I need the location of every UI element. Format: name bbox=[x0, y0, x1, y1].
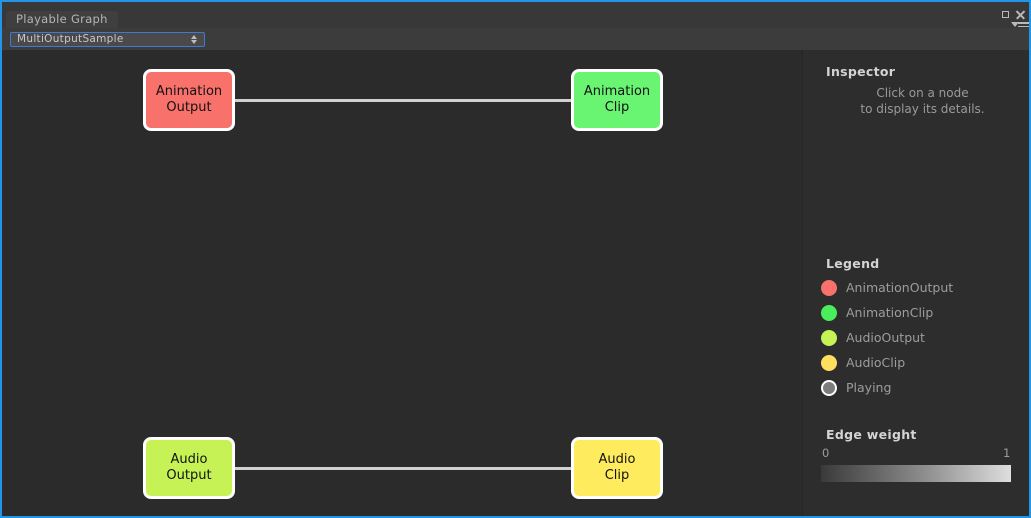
legend-item-audioclip: AudioClip bbox=[821, 353, 1021, 378]
legend-label: AnimationOutput bbox=[846, 280, 954, 295]
inspector-hint: Click on a node to display its details. bbox=[826, 85, 1019, 117]
tab-playable-graph[interactable]: Playable Graph bbox=[6, 11, 118, 28]
window-content: Animation Output Animation Clip Audio Ou… bbox=[2, 50, 1029, 516]
legend-item-animationoutput: AnimationOutput bbox=[821, 278, 1021, 303]
legend-swatch-icon bbox=[821, 280, 837, 296]
legend-item-playing: Playing bbox=[821, 378, 1021, 403]
node-label-line1: Audio bbox=[170, 452, 208, 467]
graph-select-dropdown[interactable]: MultiOutputSample bbox=[10, 32, 205, 47]
legend-label: Playing bbox=[846, 380, 892, 395]
legend-swatch-icon bbox=[821, 380, 837, 396]
edge-animation[interactable] bbox=[235, 99, 571, 102]
inspector-title: Inspector bbox=[826, 64, 896, 79]
legend-swatch-icon bbox=[821, 305, 837, 321]
inspector-hint-line2: to display its details. bbox=[860, 102, 985, 116]
close-icon[interactable] bbox=[1014, 8, 1028, 22]
window-titlebar: Playable Graph bbox=[2, 2, 1029, 31]
node-label-line1: Audio bbox=[598, 452, 636, 467]
node-animation-clip[interactable]: Animation Clip bbox=[571, 69, 663, 131]
maximize-icon[interactable] bbox=[1000, 8, 1014, 22]
edge-weight-title: Edge weight bbox=[826, 427, 917, 442]
inspector-hint-line1: Click on a node bbox=[876, 86, 969, 100]
edge-weight-gradient-bar bbox=[821, 465, 1011, 482]
node-label-line1: Animation bbox=[583, 84, 651, 99]
graph-toolbar: MultiOutputSample bbox=[2, 28, 1029, 50]
graph-select-value: MultiOutputSample bbox=[17, 33, 124, 45]
filter-icon bbox=[1011, 22, 1019, 27]
edge-audio[interactable] bbox=[235, 467, 571, 470]
legend-label: AudioClip bbox=[846, 355, 906, 370]
legend-item-animationclip: AnimationClip bbox=[821, 303, 1021, 328]
node-label-line1: Animation bbox=[155, 84, 223, 99]
node-audio-clip[interactable]: Audio Clip bbox=[571, 437, 663, 499]
node-label-line2: Output bbox=[166, 100, 212, 115]
legend-swatch-icon bbox=[821, 330, 837, 346]
legend-list: AnimationOutput AnimationClip AudioOutpu… bbox=[821, 278, 1021, 403]
edge-weight-min-label: 0 bbox=[822, 446, 830, 460]
sidebar: Inspector Click on a node to display its… bbox=[802, 50, 1029, 516]
legend-label: AudioOutput bbox=[846, 330, 925, 345]
legend-swatch-icon bbox=[821, 355, 837, 371]
node-audio-output[interactable]: Audio Output bbox=[143, 437, 235, 499]
legend-item-audiooutput: AudioOutput bbox=[821, 328, 1021, 353]
node-animation-output[interactable]: Animation Output bbox=[143, 69, 235, 131]
graph-canvas[interactable]: Animation Output Animation Clip Audio Ou… bbox=[2, 50, 802, 516]
legend-label: AnimationClip bbox=[846, 305, 934, 320]
node-label-line2: Output bbox=[166, 468, 212, 483]
legend-title: Legend bbox=[826, 256, 880, 271]
edge-weight-max-label: 1 bbox=[1003, 446, 1011, 460]
updown-arrows-icon bbox=[191, 34, 198, 45]
node-label-line2: Clip bbox=[604, 468, 630, 483]
node-label-line2: Clip bbox=[604, 100, 630, 115]
